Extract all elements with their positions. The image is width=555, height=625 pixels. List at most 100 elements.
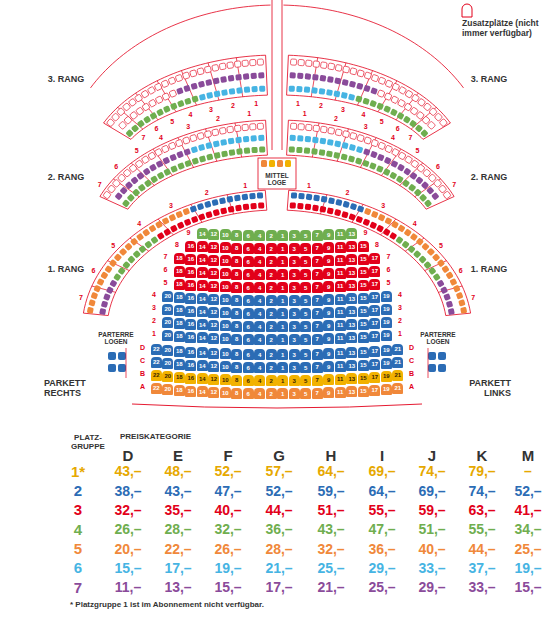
table-cell: 64,– xyxy=(317,464,344,479)
seat: 17 xyxy=(369,305,380,316)
seat-number: 4 xyxy=(258,272,261,278)
seat-number: 14 xyxy=(199,296,206,302)
rank-seat xyxy=(236,87,243,94)
rank-seat xyxy=(143,167,151,175)
seat: 6 xyxy=(243,349,254,360)
loge-number: 3 xyxy=(186,123,190,131)
table-cell: 48,– xyxy=(164,464,191,479)
seat: 14 xyxy=(197,241,208,252)
rank-seat xyxy=(370,87,378,95)
seat: 6 xyxy=(243,308,254,319)
rank-seat xyxy=(289,146,295,152)
seat: 4 xyxy=(254,269,265,280)
seat-number: 13 xyxy=(348,257,355,263)
seat: 6 xyxy=(243,230,254,241)
rank-seat xyxy=(157,232,165,240)
rank-seat xyxy=(205,142,212,149)
rank-seat xyxy=(211,199,218,206)
loge-number: 6 xyxy=(114,163,118,171)
seat-number: 10 xyxy=(222,232,229,238)
rank-seat xyxy=(235,74,242,81)
seat: 12 xyxy=(208,242,219,253)
rank-seat xyxy=(204,201,211,208)
rank-seat xyxy=(212,129,219,136)
rank-seat xyxy=(371,211,379,219)
seat: 12 xyxy=(208,348,219,359)
footnote: * Platzgruppe 1 ist im Abonnement nicht … xyxy=(70,601,264,610)
seat: 11 xyxy=(335,229,346,240)
seat: 7 xyxy=(312,282,323,293)
rank-seat xyxy=(191,95,198,102)
rank-seat xyxy=(88,299,95,306)
rank-seat xyxy=(398,152,406,160)
parterre-seat xyxy=(428,364,436,372)
seat: 22 xyxy=(151,370,162,381)
rank-seat xyxy=(319,75,326,82)
rank-seat xyxy=(250,73,256,79)
rank-seat xyxy=(370,151,378,159)
seat: 4 xyxy=(254,321,265,332)
seat-number: 17 xyxy=(371,294,378,300)
table-header: D xyxy=(123,448,134,465)
row-label: 4 xyxy=(398,291,402,299)
rank-seat xyxy=(397,224,405,232)
rank-seat xyxy=(305,136,312,143)
rank-seat xyxy=(204,66,211,73)
rank-seat xyxy=(448,308,455,315)
rank-seat xyxy=(334,209,341,216)
seat: 5 xyxy=(300,334,311,345)
seat-number: 6 xyxy=(247,324,250,330)
table-cell: 40,– xyxy=(214,503,241,518)
row-label: 4 xyxy=(152,291,156,299)
seat-number: 12 xyxy=(210,309,217,315)
rank-seat xyxy=(198,144,205,151)
rank-seat xyxy=(154,148,162,156)
seat-number: 17 xyxy=(371,268,378,274)
seat-number: 14 xyxy=(199,309,206,315)
parterre-seat xyxy=(118,352,126,360)
seat-number: 3 xyxy=(293,311,296,317)
loge-number: 1 xyxy=(243,182,247,190)
seat: 15 xyxy=(358,280,369,291)
seat-number: 15 xyxy=(360,362,367,368)
center-divider xyxy=(272,0,273,150)
seat-number: 17 xyxy=(371,361,378,367)
seat: 7 xyxy=(312,388,323,399)
seat-number: 11 xyxy=(337,231,343,237)
rank-seat xyxy=(226,196,233,203)
rank-seat xyxy=(385,80,393,88)
section-label: MITTEL LOGE xyxy=(259,172,295,186)
rank-seat xyxy=(410,233,418,241)
wall-line xyxy=(283,5,463,88)
rank-seat xyxy=(408,184,416,192)
loge-divider xyxy=(153,149,173,176)
rank-seat xyxy=(313,61,320,68)
rank-seat xyxy=(437,279,445,287)
seat: 19 xyxy=(381,384,392,395)
loge-number: 1 xyxy=(254,100,258,108)
rank-seat xyxy=(156,160,164,168)
loge-number: 3 xyxy=(169,202,173,210)
table-cell: 59,– xyxy=(418,503,445,518)
seat-number: 21 xyxy=(394,346,401,352)
seat-number: 3 xyxy=(293,246,296,252)
rank-seat xyxy=(291,192,297,198)
seat-number: 5 xyxy=(304,378,307,384)
rank-seat xyxy=(369,100,377,108)
seat: 3 xyxy=(289,349,300,360)
rank-seat xyxy=(341,153,348,160)
loge-number: 6 xyxy=(91,267,95,275)
seat: 16 xyxy=(185,360,196,371)
rank-seat xyxy=(103,293,111,301)
seat: 13 xyxy=(346,267,357,278)
seat-number: 12 xyxy=(210,270,217,276)
rank-seat xyxy=(335,129,342,136)
rank-seat xyxy=(229,149,236,156)
rank-seat xyxy=(443,293,451,301)
rank-seat xyxy=(357,134,365,142)
seat: 21 xyxy=(392,357,403,368)
rank-seat xyxy=(342,79,349,86)
seat: 9 xyxy=(323,320,334,331)
seat: 7 xyxy=(312,321,323,332)
seat-number: 14 xyxy=(199,335,206,341)
